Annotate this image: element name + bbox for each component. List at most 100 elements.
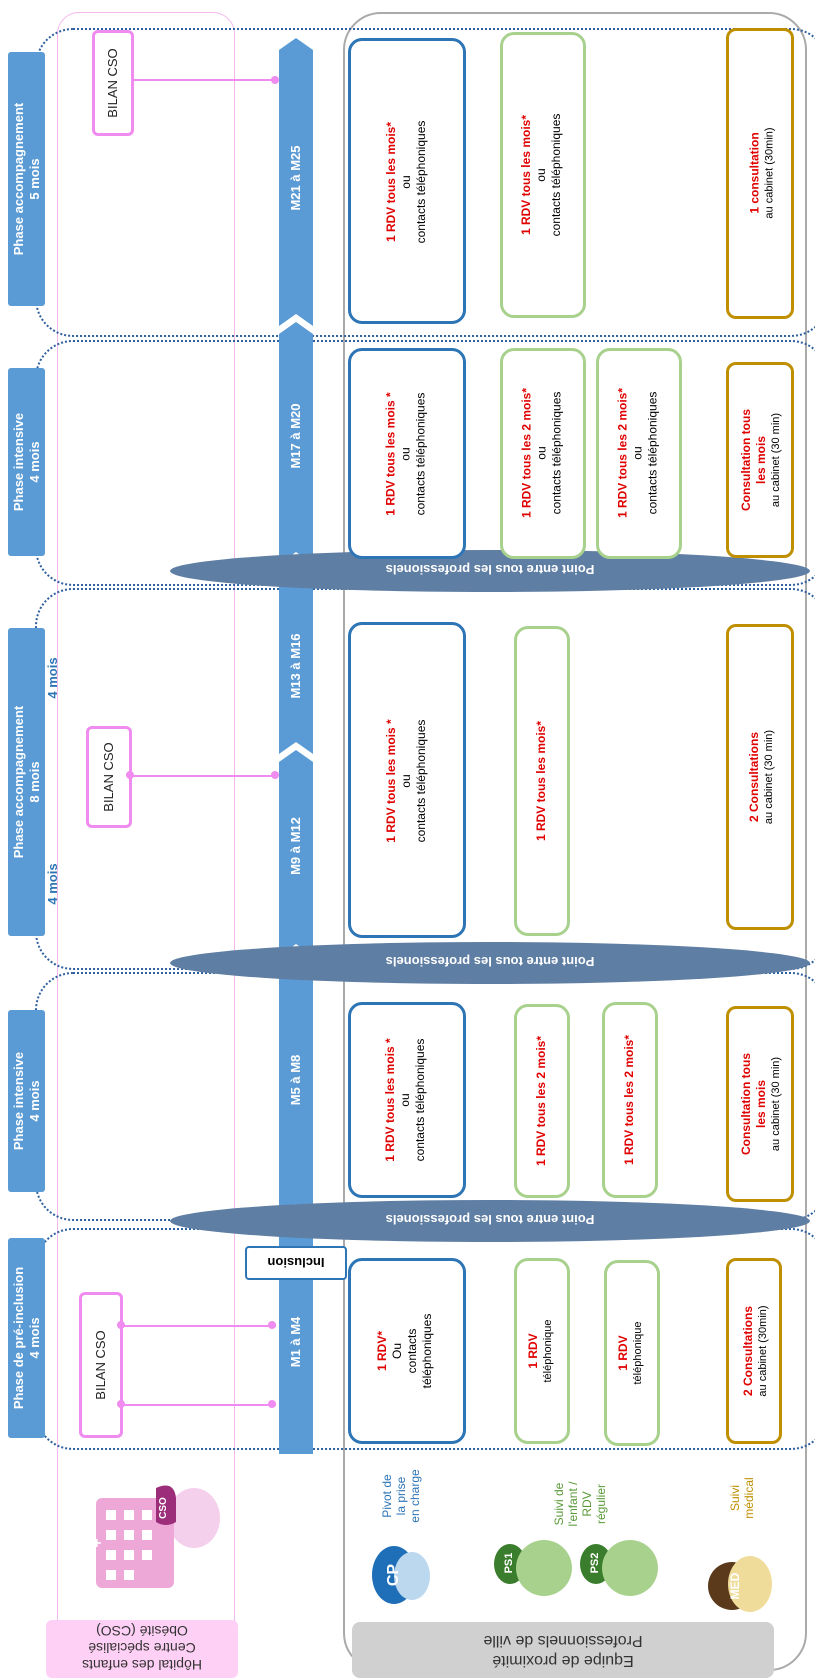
- med-box-main: 1 consultation: [747, 132, 762, 214]
- month-arrow-segment: [279, 322, 313, 564]
- cp-box-5: 1 RDV* Ou contacts téléphoniques: [348, 1258, 466, 1444]
- bilan-label: BILAN CSO: [101, 742, 116, 812]
- med-box-main: Consultation tous les mois: [739, 409, 768, 511]
- cp-box-main: 1 RDV tous les mois *: [384, 719, 398, 843]
- cp-box-sub: contacts téléphoniques: [413, 1038, 427, 1162]
- ps2-box-sub: contacts téléphoniques: [645, 391, 660, 515]
- team-label-box: Equipe de proximité Professionnels de vi…: [352, 1622, 774, 1678]
- med-box-sub: au cabinet (30 min): [770, 1056, 782, 1152]
- hospital-label-line: Hôpital des enfants: [82, 1657, 202, 1673]
- phase-title: Phase intensive: [11, 1051, 26, 1151]
- cp-label-line: en charge: [408, 1469, 422, 1523]
- connector-dot: [268, 1321, 276, 1329]
- point-ellipse-2: Point entre tous les professionels: [170, 942, 810, 984]
- inclusion-tag: Inclusion: [245, 1246, 347, 1280]
- ps-label-line: Suivi de: [552, 1482, 566, 1526]
- phase-label-accompagnement-5: Phase accompagnement 5 mois: [8, 52, 45, 306]
- cp-box-ou: ou: [398, 447, 413, 461]
- med-role-icon: MED: [708, 1556, 772, 1616]
- phase-label-intensive-4a: Phase intensive 4 mois: [8, 368, 45, 556]
- cp-box-sub: contacts: [405, 1328, 419, 1374]
- bilan-connector: [120, 1404, 276, 1406]
- sub-duration-bottom: 4 mois: [45, 863, 60, 905]
- bilan-label: BILAN CSO: [105, 48, 120, 118]
- cp-box-main: 1 RDV*: [375, 1331, 389, 1372]
- phase-label-pre-inclusion: Phase de pré-inclusion 4 mois: [8, 1238, 45, 1438]
- phase-title: Phase de pré-inclusion: [11, 1266, 26, 1410]
- point-label: Point entre tous les professionels: [385, 954, 595, 969]
- month-arrows: [279, 38, 313, 1454]
- cp-box-sub: contacts téléphoniques: [413, 392, 428, 516]
- month-arrow-segment: [279, 38, 313, 326]
- ps1-box-ou: ou: [534, 446, 549, 460]
- med-icon-text: MED: [728, 1572, 742, 1600]
- med-box-main: 2 Consultations: [747, 732, 761, 823]
- hospital-label-line: Centre spécialisé: [88, 1640, 196, 1656]
- month-label-m21-m25: M21 à M25: [288, 145, 303, 211]
- med-role-label: Suivi médical: [716, 1468, 772, 1528]
- med-box-1: 1 consultation au cabinet (30min): [726, 28, 794, 319]
- bilan-label: BILAN CSO: [93, 1330, 108, 1400]
- ps1-box-sub: contacts téléphoniques: [549, 113, 563, 237]
- cso-icon-text: CSO: [158, 1497, 169, 1519]
- ps2-box-sub: téléphonique: [632, 1321, 644, 1385]
- phase-duration: 4 mois: [27, 1317, 42, 1359]
- ps1-box-sub: contacts téléphoniques: [549, 391, 564, 515]
- med-box-main: Consultation tous les mois: [739, 1053, 768, 1155]
- med-box-sub: au cabinet (30min): [763, 127, 776, 219]
- cp-box-main: 1 RDV tous les mois *: [383, 392, 398, 516]
- bilan-connector: [129, 775, 276, 777]
- cp-icon-text: CP: [385, 1563, 402, 1587]
- cp-box-ou: ou: [399, 175, 413, 189]
- cp-box-sub: téléphoniques: [420, 1313, 434, 1389]
- month-arrow-segment: [279, 560, 313, 754]
- connector-dot: [271, 76, 279, 84]
- ps-role-label: Suivi de l'enfant / RDV régulier: [530, 1460, 630, 1540]
- team-label-line: Professionnels de ville: [483, 1632, 643, 1649]
- med-box-5: 2 Consultations au cabinet (30min): [726, 1258, 782, 1444]
- bilan-cso-box-1: BILAN CSO: [92, 30, 134, 136]
- bilan-cso-box-3: BILAN CSO: [79, 1292, 123, 1438]
- connector-dot: [126, 771, 134, 779]
- ps1-box-sub: téléphonique: [542, 1319, 554, 1383]
- med-box-sub: au cabinet (30 min): [763, 729, 775, 825]
- point-label: Point entre tous les professionels: [385, 562, 595, 577]
- ps2-box-main: 1 RDV: [616, 1335, 630, 1371]
- cp-label-line: la prise: [394, 1476, 408, 1516]
- phase-duration: 8 mois: [27, 761, 42, 803]
- month-label-m13-m16: M13 à M16: [288, 633, 303, 699]
- sub-duration-top: 4 mois: [45, 657, 60, 699]
- med-box-2: Consultation tous les mois au cabinet (3…: [726, 362, 794, 558]
- month-arrow-segment: [279, 952, 313, 1216]
- cp-box-1: 1 RDV tous les mois* ou contacts télépho…: [348, 38, 466, 324]
- ps2-box-3: 1 RDV téléphonique: [604, 1260, 660, 1446]
- cp-box-ou: ou: [398, 1093, 412, 1107]
- cp-box-2: 1 RDV tous les mois * ou contacts téléph…: [348, 348, 466, 559]
- cp-role-label: Pivot de la prise en charge: [368, 1462, 440, 1532]
- cp-box-sub: contacts téléphoniques: [414, 719, 428, 843]
- bilan-cso-box-2: BILAN CSO: [86, 726, 132, 828]
- ps1-box-ou: ou: [534, 168, 548, 182]
- phase-duration: 4 mois: [27, 1080, 42, 1122]
- phase-label-accompagnement-8: Phase accompagnement 8 mois: [8, 628, 45, 936]
- hospital-label-line: Obésité (CSO): [96, 1623, 188, 1639]
- cp-box-ou: Ou: [390, 1343, 404, 1360]
- connector-dot: [268, 1400, 276, 1408]
- med-label-line: Suivi: [728, 1485, 742, 1512]
- ps1-box-main: 1 RDV tous les 2 mois*: [534, 1035, 548, 1167]
- connector-dot: [271, 771, 279, 779]
- ps1-box-3: 1 RDV tous les mois*: [514, 626, 570, 936]
- cp-box-main: 1 RDV tous les mois*: [384, 121, 398, 243]
- point-ellipse-1: Point entre tous les professionels: [170, 550, 810, 592]
- connector-dot: [117, 1400, 125, 1408]
- ps1-box-main: 1 RDV: [526, 1333, 540, 1369]
- cp-box-3: 1 RDV tous les mois * ou contacts téléph…: [348, 622, 466, 938]
- cp-box-main: 1 RDV tous les mois *: [383, 1038, 397, 1162]
- phase-title: Phase intensive: [11, 412, 26, 512]
- ps-label-line: l'enfant /: [566, 1481, 580, 1527]
- cp-box-sub: contacts téléphoniques: [414, 120, 428, 244]
- team-label-line: Equipe de proximité: [492, 1652, 634, 1669]
- hospital-icon: CSO +: [92, 1485, 220, 1588]
- ps2-box-1: 1 RDV tous les 2 mois* ou contacts télép…: [596, 348, 682, 559]
- svg-text:+: +: [92, 1535, 101, 1552]
